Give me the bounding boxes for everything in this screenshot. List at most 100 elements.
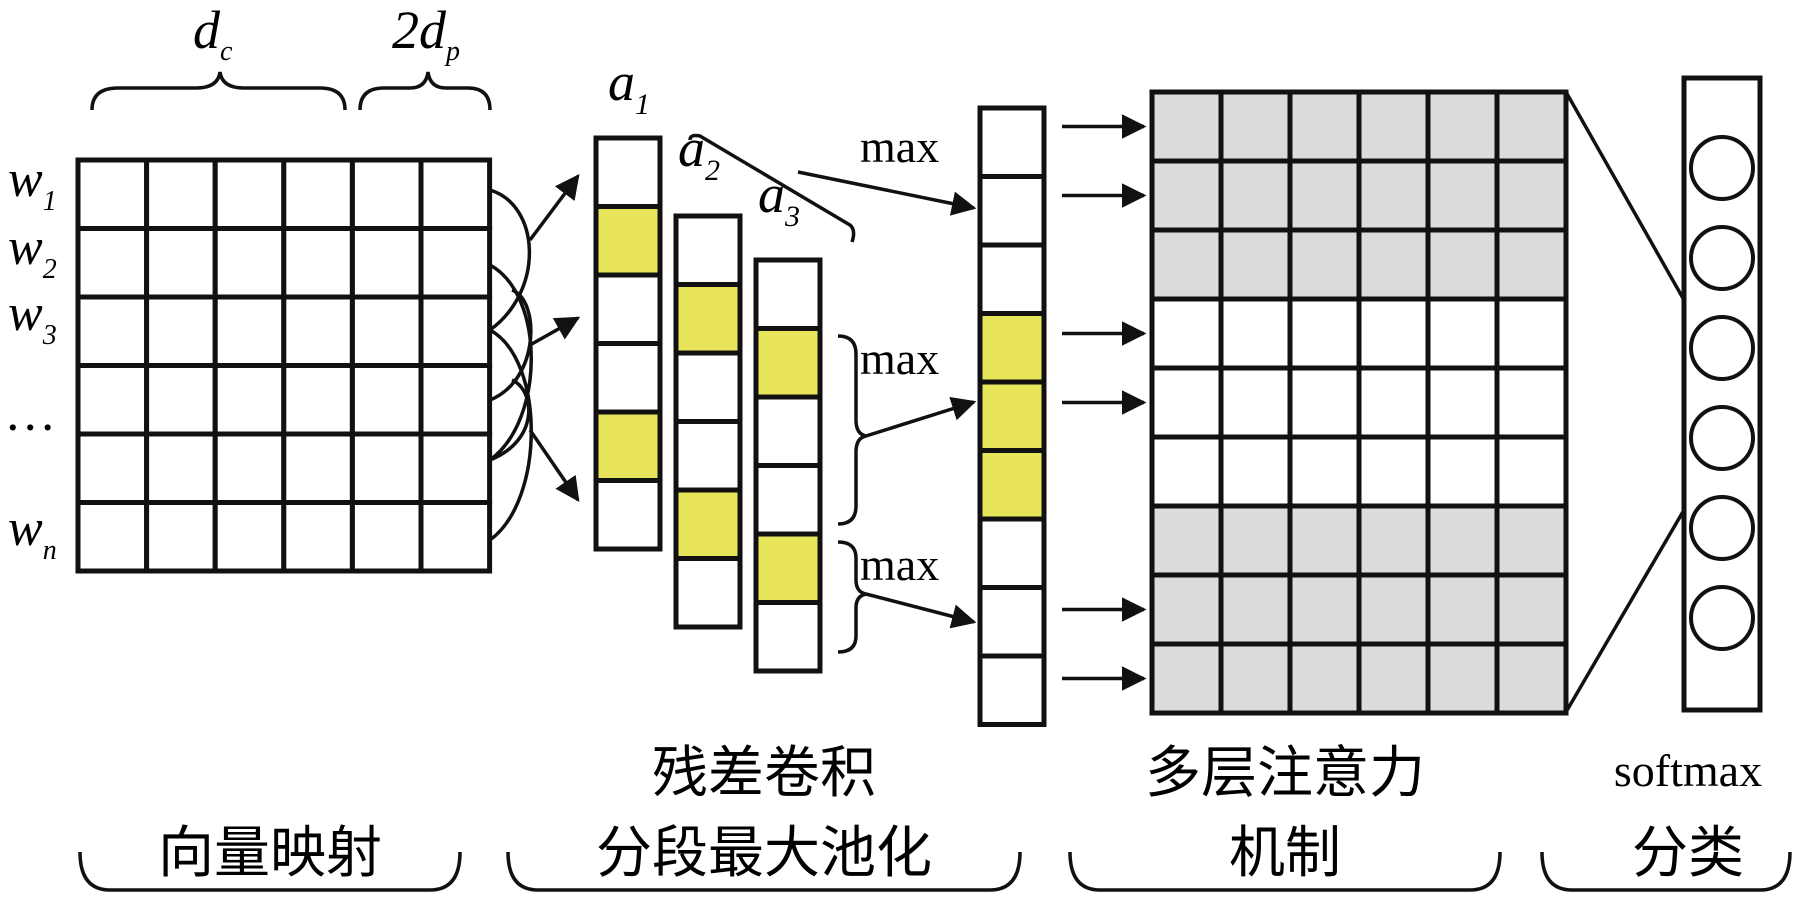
attention-cell — [1494, 572, 1569, 647]
top-pool-bracket — [688, 133, 856, 243]
embedding-cell — [212, 157, 287, 231]
softmax-fan-top — [1564, 91, 1686, 301]
attention-cell — [1425, 227, 1500, 302]
attention-cell — [1494, 158, 1569, 233]
attention-cell — [1287, 365, 1362, 440]
pooled-cell — [977, 174, 1047, 248]
conv-cell-a2 — [673, 350, 743, 424]
conv-cell-a3 — [753, 531, 823, 605]
attention-cell — [1149, 641, 1224, 716]
attention-cell — [1287, 89, 1362, 164]
embedding-cell — [144, 500, 218, 574]
embedding-cell — [212, 226, 287, 300]
softmax-node — [1689, 315, 1755, 381]
softmax-fan-bottom — [1564, 509, 1686, 713]
attention-cell — [1356, 365, 1431, 440]
attention-cell — [1149, 89, 1224, 164]
attention-cell — [1425, 296, 1500, 371]
attention-cell — [1356, 296, 1431, 371]
embedding-cell — [144, 363, 218, 437]
conv-cell-a3 — [753, 463, 823, 537]
attention-cell — [1218, 365, 1293, 440]
pooled-cell — [977, 448, 1047, 522]
attention-cell — [1425, 503, 1500, 578]
conv-cell-a3 — [753, 257, 823, 331]
embedding-cell — [75, 431, 150, 505]
embedding-cell — [281, 431, 355, 505]
softmax-node — [1689, 135, 1755, 201]
attention-matrix — [1149, 89, 1569, 716]
attention-cell — [1149, 434, 1224, 509]
word-label: w1 — [8, 151, 57, 217]
embedding-cell — [75, 363, 150, 437]
embedding-cell — [281, 500, 355, 574]
attention-cell — [1149, 227, 1224, 302]
pooled-cell — [977, 653, 1047, 727]
pooled-cell — [977, 105, 1047, 179]
dc-brace — [90, 71, 347, 111]
embedding-cell — [281, 226, 355, 300]
attention-cell — [1425, 365, 1500, 440]
embedding-cell — [212, 294, 287, 368]
arrow-to-a1-bottom — [528, 429, 580, 503]
conv-cell-a1 — [593, 409, 663, 483]
conv-cell-a1 — [593, 204, 663, 278]
attention-cell — [1356, 503, 1431, 578]
embedding-cell — [281, 157, 355, 231]
conv-cell-a2 — [673, 282, 743, 356]
attention-cell — [1287, 158, 1362, 233]
embedding-cell — [75, 500, 150, 574]
attention-caption-line1: 多层注意力 — [1145, 743, 1425, 805]
embedding-cell — [418, 431, 493, 505]
softmax-caption-line1: softmax — [1614, 745, 1762, 796]
attention-cell — [1287, 503, 1362, 578]
word-label: w2 — [8, 219, 57, 285]
embedding-cell — [212, 500, 287, 574]
embedding-cell — [75, 226, 150, 300]
conv-cell-a1 — [593, 341, 663, 415]
attention-cell — [1218, 296, 1293, 371]
conv-section: a1 a2 a3 max max max 残差卷积 分段最大池化 — [506, 52, 1047, 892]
attention-cell — [1494, 227, 1569, 302]
conv-caption-line2: 分段最大池化 — [596, 823, 932, 885]
attention-cell — [1494, 503, 1569, 578]
embedding-cell — [281, 294, 355, 368]
attention-cell — [1149, 365, 1224, 440]
arrow-to-a1-mid — [529, 316, 581, 347]
embedding-cell — [75, 157, 150, 231]
attention-cell — [1218, 503, 1293, 578]
attention-cell — [1356, 572, 1431, 647]
embedding-connectors — [488, 188, 533, 542]
conv-cell-a1 — [593, 272, 663, 346]
conv-caption-line1: 残差卷积 — [652, 743, 876, 805]
attention-cell — [1218, 89, 1293, 164]
attention-input-arrows — [1062, 114, 1147, 691]
conv-cell-a3 — [753, 326, 823, 400]
conv-caption-brace — [506, 851, 1022, 892]
attention-cell — [1356, 89, 1431, 164]
max-label-top: max — [860, 121, 939, 172]
pooled-vector — [977, 105, 1047, 727]
attention-section: 多层注意力 机制 — [1062, 89, 1569, 892]
conv-columns — [593, 135, 823, 674]
attention-cell — [1149, 572, 1224, 647]
embedding-cell — [281, 363, 355, 437]
attention-cell — [1218, 227, 1293, 302]
conv-cell-a2 — [673, 419, 743, 493]
pooled-cell — [977, 311, 1047, 385]
attention-cell — [1494, 641, 1569, 716]
attention-cell — [1425, 641, 1500, 716]
embedding-cell — [75, 294, 150, 368]
attention-cell — [1149, 296, 1224, 371]
attention-cell — [1494, 89, 1569, 164]
softmax-section: softmax 分类 — [1540, 75, 1792, 892]
arrow-to-a1-top — [528, 174, 580, 242]
embedding-cell — [212, 431, 287, 505]
embedding-cell — [144, 226, 218, 300]
embedding-cell — [418, 157, 493, 231]
pooled-cell — [977, 585, 1047, 659]
embedding-cell — [349, 431, 424, 505]
max-label-low: max — [860, 539, 939, 590]
